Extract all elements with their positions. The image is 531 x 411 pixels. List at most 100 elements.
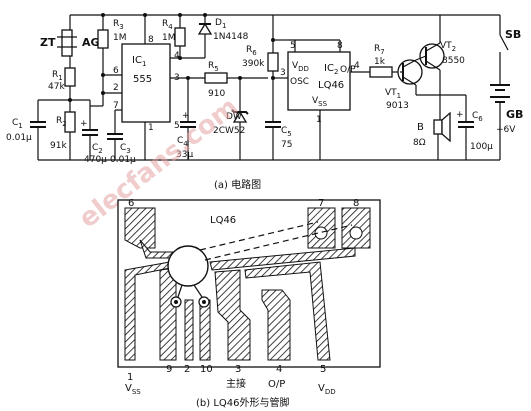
ic2-vdd: VDD [292, 61, 309, 73]
r3-value: 1M [113, 33, 127, 43]
ic2-pin-3: 3 [280, 68, 286, 78]
vt1-label: VT1 [385, 88, 401, 100]
ic1-pin-1: 1 [148, 123, 154, 133]
c4-plus: + [182, 111, 190, 121]
r3-resistor [97, 29, 109, 49]
c5-label: C5 [281, 126, 292, 138]
d1-label: D1 [215, 18, 226, 30]
ic2-lq46 [287, 51, 351, 111]
ic2-vss: VSS [312, 96, 328, 108]
pin-1-label: 1 [127, 372, 133, 383]
pin-4-label: 4 [276, 364, 282, 375]
circuit-diagram: ZT AG R1 47k R2 91k C1 0.01μ R3 1M [6, 13, 523, 191]
r7-value: 1k [374, 57, 386, 67]
ic1-pin-5: 5 [174, 121, 180, 131]
trace-2 [184, 299, 194, 361]
circuit-caption: (a) 电路图 [214, 178, 261, 191]
gb-label: GB [506, 108, 523, 121]
r7-resistor [369, 66, 393, 78]
pad-6 [124, 207, 156, 249]
r6-resistor [267, 52, 279, 72]
r2-value: 91k [50, 141, 67, 151]
zt-label: ZT [40, 36, 56, 49]
bond-wire-8 [204, 224, 353, 261]
c2-label: C2 [92, 143, 103, 155]
vt2-value: 8550 [442, 56, 465, 66]
vt1-value: 9013 [386, 101, 409, 111]
ic1-555 [121, 43, 171, 123]
ic2-osc: OSC [290, 77, 309, 87]
r4-label: R4 [162, 19, 173, 31]
r2-label: R2 [56, 116, 67, 128]
sb-label: SB [505, 28, 521, 41]
c4-label: C4 [177, 136, 188, 148]
c6-label: C6 [472, 111, 483, 123]
c3-value: 0.01μ [110, 155, 136, 165]
trace-10 [199, 299, 211, 361]
ic2-pin-4: 4 [354, 61, 360, 71]
ic1-part: 555 [133, 74, 152, 85]
ag-label: AG [82, 36, 100, 49]
trace-top [209, 247, 356, 271]
r4-value: 1M [162, 33, 176, 43]
chip-label: LQ46 [210, 215, 236, 226]
c1-label: C1 [12, 118, 23, 130]
ic2-pin-1: 1 [316, 115, 322, 125]
r5-resistor [204, 72, 228, 84]
ic1-pin-8: 8 [148, 35, 154, 45]
r4-resistor [174, 27, 186, 47]
vt2-label: VT2 [440, 41, 456, 53]
c5-value: 75 [281, 140, 292, 150]
r1-resistor [64, 67, 76, 87]
trace-9 [159, 267, 177, 361]
d1-value: 1N4148 [213, 32, 249, 42]
c4-value: 33μ [176, 150, 193, 160]
ic1-pin-4: 4 [174, 51, 180, 61]
zt-element [61, 29, 73, 57]
r5-value: 910 [208, 89, 225, 99]
pin-3-label: 3 [235, 364, 241, 375]
pin-6-label: 6 [128, 198, 134, 209]
pin-vss-name: VSS [125, 383, 141, 396]
c1-value: 0.01μ [6, 133, 32, 143]
pin-9-label: 9 [166, 364, 172, 375]
sensor-zt-ag: ZT AG [40, 29, 100, 57]
dw-label: DW [226, 112, 242, 122]
trace-vdd [244, 261, 331, 361]
pin-op-name: O/P [268, 379, 285, 390]
r3-label: R3 [113, 19, 124, 31]
ic1-pin-6: 6 [113, 66, 119, 76]
ic2-part: LQ46 [318, 80, 344, 91]
package-diagram: 6 7 8 LQ46 1 9 2 10 3 4 5 VSS 主接 [117, 198, 381, 409]
r1-value: 47k [48, 82, 65, 92]
pin-8-label: 8 [353, 198, 359, 209]
c2-value: 470μ [84, 155, 107, 165]
r5-label: R5 [208, 61, 219, 73]
pin-main-name: 主接 [226, 377, 246, 390]
pin-5-label: 5 [320, 364, 326, 375]
speaker-b [433, 119, 443, 135]
sb-switch [499, 34, 509, 51]
trace-main [214, 269, 251, 361]
c6-plus: + [456, 110, 464, 120]
chip-die [167, 245, 209, 287]
c6-value: 100μ [470, 142, 493, 152]
c3-label: C3 [120, 143, 131, 155]
r7-label: R7 [374, 44, 385, 56]
dw-value: 2CW52 [213, 126, 245, 136]
pin-7-label: 7 [318, 198, 324, 209]
ic1-pin-7: 7 [113, 101, 119, 111]
r1-label: R1 [52, 70, 63, 82]
package-caption: (b) LQ46外形与管脚 [196, 396, 290, 409]
speaker-value: 8Ω [413, 138, 426, 148]
speaker-label: B [417, 122, 424, 133]
gb-value: +6V [496, 125, 516, 135]
pin-vdd-name: VDD [318, 383, 336, 396]
ic2-pin-5: 5 [290, 41, 296, 51]
pin-10-label: 10 [200, 364, 213, 375]
ic2-pin-8: 8 [337, 41, 343, 51]
ic2-op: O/P [340, 65, 356, 75]
ic2-label: IC2 [324, 63, 338, 76]
bond-wire-7 [199, 221, 319, 251]
trace-op [261, 289, 291, 361]
